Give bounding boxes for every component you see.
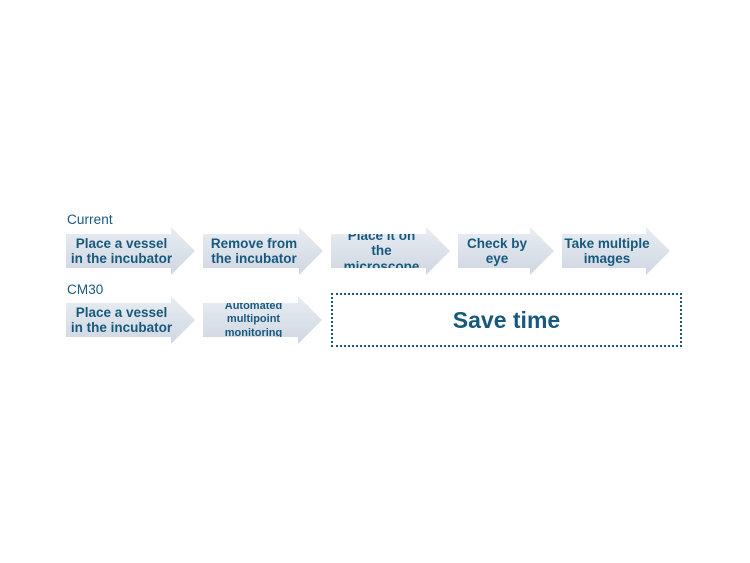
step-label: Check by eye: [466, 235, 528, 266]
step-label: Remove from the incubator: [210, 235, 298, 266]
chevron-arrow-step: Automated multipoint monitoring: [203, 296, 322, 344]
chevron-arrow-step: Check by eye: [458, 227, 554, 275]
row-label-cm30: CM30: [67, 282, 104, 297]
step-label: Place it on the microscope: [343, 227, 420, 274]
step-label: Take multiple images: [564, 235, 650, 266]
cm30-workflow-row: Place a vessel in the incubator Automate…: [66, 296, 322, 344]
chevron-arrow-step: Place a vessel in the incubator: [66, 296, 195, 344]
current-workflow-row: Place a vessel in the incubator Remove f…: [66, 227, 670, 275]
chevron-arrow-step: Place a vessel in the incubator: [66, 227, 195, 275]
step-label: Place a vessel in the incubator: [70, 304, 173, 335]
save-time-result-box: Save time: [331, 293, 682, 347]
chevron-arrow-step: Place it on the microscope: [331, 227, 450, 275]
row-label-current: Current: [67, 212, 113, 227]
result-label: Save time: [452, 306, 561, 333]
chevron-arrow-step: Take multiple images: [562, 227, 670, 275]
chevron-arrow-step: Remove from the incubator: [203, 227, 323, 275]
step-label: Place a vessel in the incubator: [70, 235, 173, 266]
step-label: Automated multipoint monitoring: [224, 299, 283, 339]
